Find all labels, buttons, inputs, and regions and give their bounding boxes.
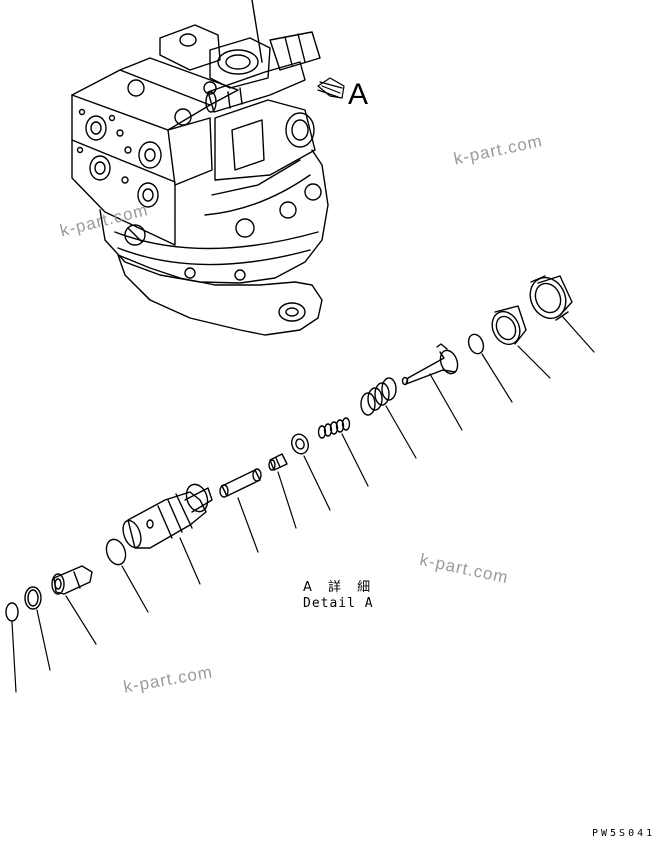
- spring-small: [317, 417, 351, 439]
- drawing-code: PW5S041: [592, 828, 656, 839]
- check-body: [51, 565, 93, 595]
- backup-ring: [24, 586, 42, 610]
- leader-line-top: [251, 0, 263, 63]
- leader-lines: [11, 315, 595, 693]
- small-plug: [268, 453, 288, 471]
- o-ring-1: [467, 333, 485, 355]
- spring-seat: [291, 433, 309, 455]
- sleeve: [219, 468, 262, 498]
- valve-body: [122, 483, 213, 549]
- poppet-pin: [401, 343, 459, 386]
- view-arrow-label: A: [348, 78, 369, 111]
- detail-caption-jp: A 詳 細: [303, 580, 377, 595]
- o-ring-2: [105, 538, 127, 566]
- view-arrow-a: [317, 77, 345, 99]
- lock-nut: [491, 305, 527, 346]
- o-ring-3: [5, 602, 19, 622]
- spring-large: [360, 377, 397, 416]
- detail-caption-en: Detail A: [303, 596, 374, 611]
- swing-motor-assembly: [71, 24, 329, 336]
- cap-nut: [529, 275, 573, 321]
